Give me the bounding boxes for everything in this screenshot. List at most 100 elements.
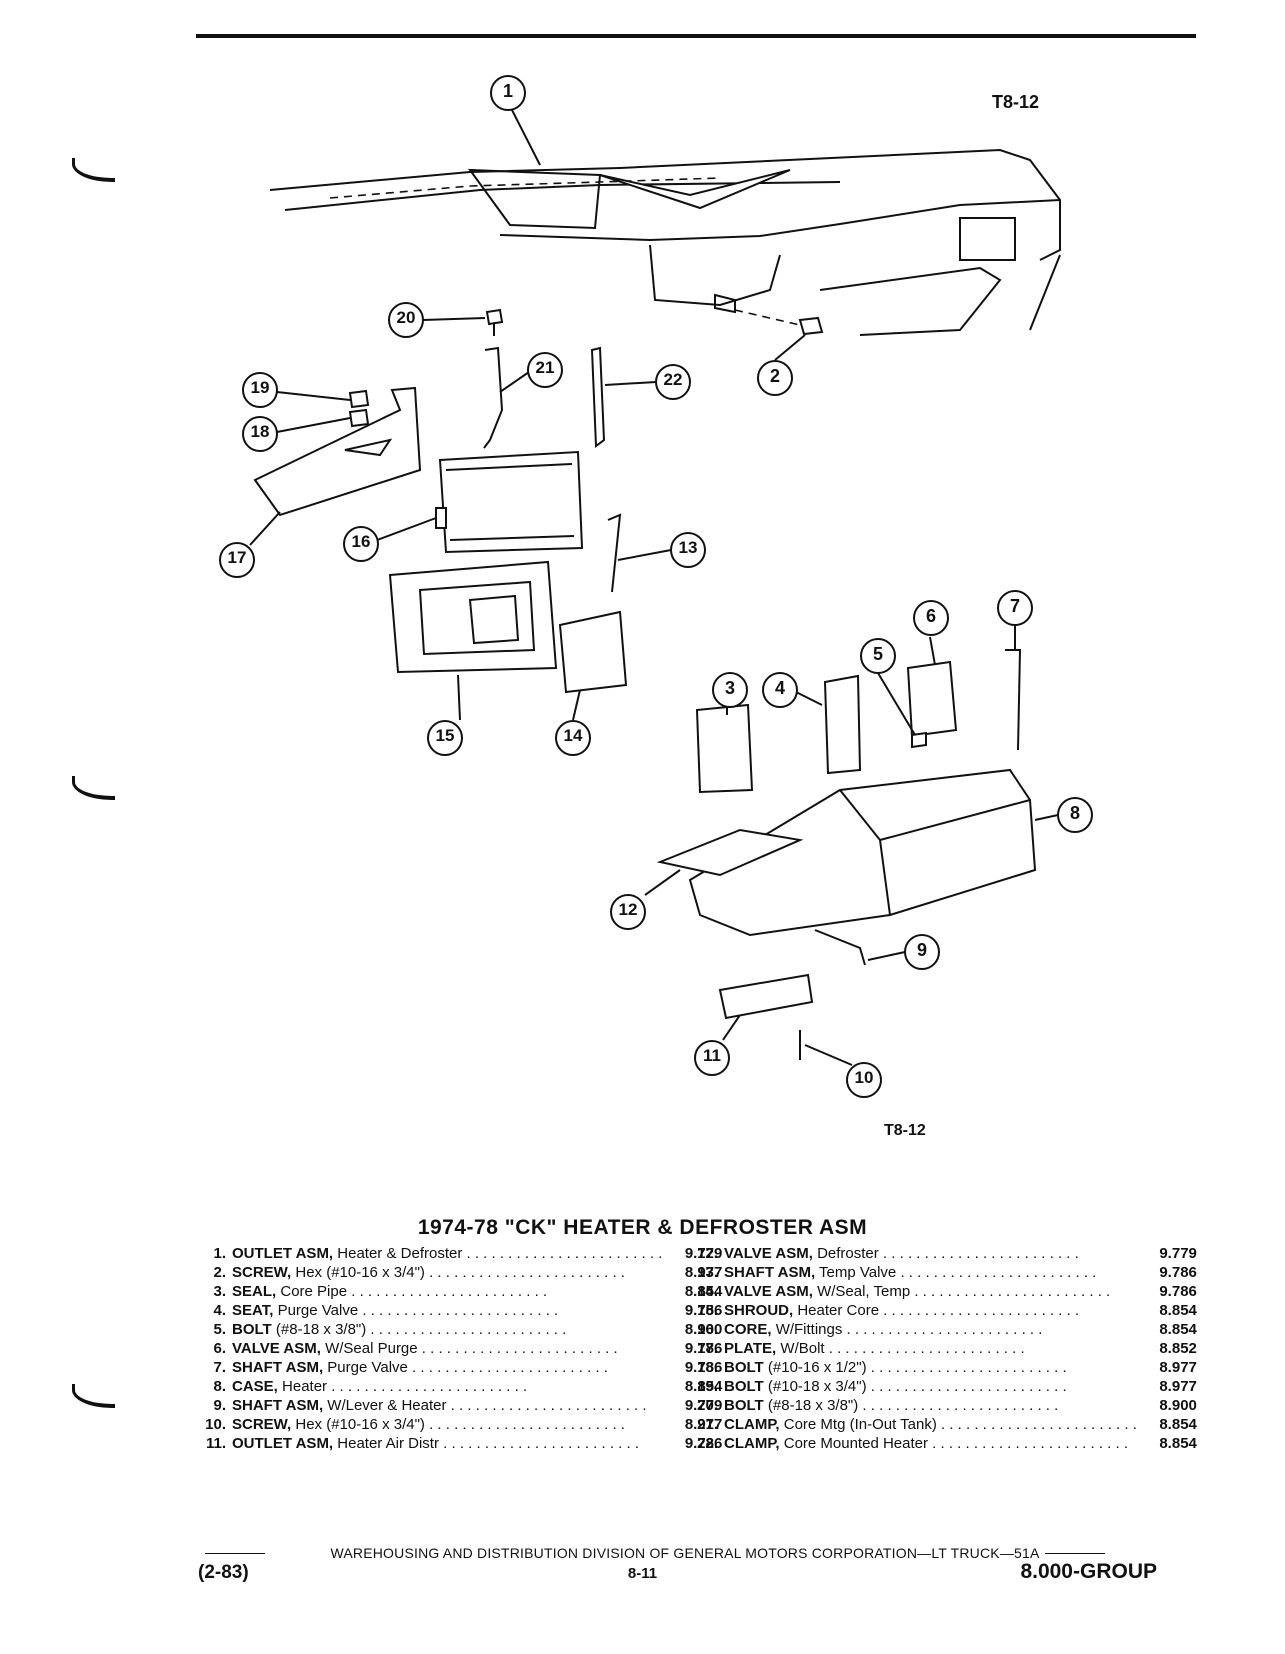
bolt-5-drawing <box>911 731 927 749</box>
footer-date: (2-83) <box>198 1562 249 1583</box>
part-name: PLATE, <box>724 1340 777 1357</box>
top-rule <box>196 34 1196 38</box>
part-group-code: 8.977 <box>684 1264 723 1281</box>
part-name: SCREW, <box>232 1264 292 1281</box>
part-name: SHAFT ASM, <box>232 1397 324 1414</box>
part-name: BOLT <box>724 1397 764 1414</box>
callout-4: 4 <box>774 678 785 698</box>
section-title: 1974-78 "CK" HEATER & DEFROSTER ASM <box>417 1216 868 1239</box>
footer-rule-right <box>1045 1553 1105 1554</box>
part-detail: W/Seal, Temp <box>817 1283 911 1300</box>
part-detail: Hex (#10-16 x 3/4") <box>295 1416 425 1433</box>
part-description: SEAT, Purge Valve . . . . . . . . . . . … <box>232 1301 662 1320</box>
binder-hole-mark <box>72 1384 115 1408</box>
part-number: 14. <box>697 1283 718 1300</box>
dot-leader: . . . . . . . . . . . . . . . . . . . . … <box>417 1340 618 1357</box>
part-number: 9. <box>213 1397 226 1414</box>
part-group-code: 9.786 <box>684 1302 723 1319</box>
parts-row: 2.SCREW, Hex (#10-16 x 3/4") . . . . . .… <box>188 1263 722 1282</box>
parts-list-left: 1. OUTLET ASM, Heater & Defroster . . . .… <box>188 1244 722 1453</box>
part-number: 13. <box>697 1264 718 1281</box>
dot-leader: . . . . . . . . . . . . . . . . . . . . … <box>407 1359 608 1376</box>
part-name: SCREW, <box>232 1416 292 1433</box>
parts-row: 10.SCREW, Hex (#10-16 x 3/4") . . . . . … <box>188 1415 722 1434</box>
callout-9: 9 <box>916 940 927 960</box>
callout-14: 14 <box>563 726 583 745</box>
callout-20: 20 <box>396 308 416 327</box>
part-number: 6. <box>213 1340 226 1357</box>
outlet-11-drawing <box>718 973 814 1020</box>
callout-17: 17 <box>227 548 247 567</box>
part-number: 17. <box>697 1340 718 1357</box>
callout-16: 16 <box>351 532 371 551</box>
part-number: 7. <box>213 1359 226 1376</box>
bolt-20-drawing <box>485 308 504 336</box>
part-group-code: 8.854 <box>684 1283 723 1300</box>
dot-leader: . . . . . . . . . . . . . . . . . . . . … <box>858 1397 1059 1414</box>
parts-row: 12.VALVE ASM, Defroster . . . . . . . . … <box>680 1244 1197 1263</box>
part-description: CORE, W/Fittings . . . . . . . . . . . .… <box>724 1320 1137 1339</box>
part-detail: (#8-18 x 3/8") <box>275 1321 367 1338</box>
part-number: 22. <box>697 1435 718 1452</box>
part-description: SHROUD, Heater Core . . . . . . . . . . … <box>724 1301 1137 1320</box>
dot-leader: . . . . . . . . . . . . . . . . . . . . … <box>936 1416 1137 1433</box>
parts-row: 3.SEAL, Core Pipe . . . . . . . . . . . … <box>188 1282 722 1301</box>
part-group-code: 8.854 <box>1159 1302 1197 1319</box>
part-detail: Heater <box>282 1378 328 1395</box>
part-description: BOLT (#10-16 x 1/2") . . . . . . . . . .… <box>724 1358 1137 1377</box>
dot-leader: . . . . . . . . . . . . . . . . . . . . … <box>424 1264 625 1281</box>
parts-row: 9. SHAFT ASM, W/Lever & Heater . . . . . … <box>188 1396 722 1415</box>
shaft-13-drawing <box>607 513 622 593</box>
part-name: OUTLET ASM, <box>232 1245 334 1262</box>
parts-row: 6.VALVE ASM, W/Seal Purge . . . . . . . … <box>188 1339 722 1358</box>
part-number: 8. <box>213 1378 226 1395</box>
part-description: CLAMP, Core Mounted Heater . . . . . . .… <box>724 1434 1137 1453</box>
exploded-parts-diagram <box>249 109 1061 1066</box>
parts-row: 8.CASE, Heater . . . . . . . . . . . . .… <box>188 1377 722 1396</box>
part-name: VALVE ASM, <box>724 1283 813 1300</box>
part-name: CORE, <box>724 1321 772 1338</box>
shaft-7-drawing <box>1005 649 1022 751</box>
callout-19: 19 <box>250 378 270 397</box>
leader-lines <box>249 109 1059 1066</box>
dot-leader: . . . . . . . . . . . . . . . . . . . . … <box>446 1397 647 1414</box>
part-description: SCREW, Hex (#10-16 x 3/4") . . . . . . .… <box>232 1415 662 1434</box>
part-number: 19. <box>697 1378 718 1395</box>
part-detail: Purge Valve <box>327 1359 408 1376</box>
part-name: VALVE ASM, <box>232 1340 321 1357</box>
part-group-code: 9.786 <box>1159 1264 1197 1281</box>
dot-leader: . . . . . . . . . . . . . . . . . . . . … <box>358 1302 559 1319</box>
shroud-15-drawing <box>388 560 558 674</box>
part-description: OUTLET ASM, Heater & Defroster . . . . .… <box>232 1244 662 1263</box>
callout-12: 12 <box>618 900 638 919</box>
part-name: CLAMP, <box>724 1416 780 1433</box>
bolts-18-19-drawing <box>348 389 370 428</box>
part-description: SHAFT ASM, Temp Valve . . . . . . . . . … <box>724 1263 1137 1282</box>
parts-row: 11.OUTLET ASM, Heater Air Distr . . . . … <box>188 1434 722 1453</box>
part-detail: (#8-18 x 3/8") <box>767 1397 859 1414</box>
figure-code-bottom: T8-12 <box>884 1122 926 1139</box>
part-group-code: 8.854 <box>1159 1416 1197 1433</box>
seat-4-drawing <box>823 674 862 775</box>
part-number: 11. <box>205 1435 226 1452</box>
dot-leader: . . . . . . . . . . . . . . . . . . . . … <box>866 1378 1067 1395</box>
dot-leader: . . . . . . . . . . . . . . . . . . . . … <box>327 1378 528 1395</box>
part-detail: Core Mounted Heater <box>783 1435 928 1452</box>
part-number: 1. <box>213 1245 226 1262</box>
part-detail: W/Bolt <box>780 1340 825 1357</box>
part-detail: (#10-18 x 3/4") <box>767 1378 867 1395</box>
part-group-code: 9.786 <box>1159 1283 1197 1300</box>
part-name: SHROUD, <box>724 1302 794 1319</box>
dot-leader: . . . . . . . . . . . . . . . . . . . . … <box>910 1283 1111 1300</box>
part-description: BOLT (#10-18 x 3/4") . . . . . . . . . .… <box>724 1377 1137 1396</box>
binder-hole-mark <box>72 776 115 800</box>
part-number: 3. <box>213 1283 226 1300</box>
dot-leader: . . . . . . . . . . . . . . . . . . . . … <box>896 1264 1097 1281</box>
part-number: 18. <box>697 1359 718 1376</box>
parts-row: 13. SHAFT ASM, Temp Valve . . . . . . . .… <box>680 1263 1197 1282</box>
callout-7: 7 <box>1009 596 1020 616</box>
callout-1: 1 <box>502 81 513 101</box>
parts-row: 16.CORE, W/Fittings . . . . . . . . . . … <box>680 1320 1197 1339</box>
part-description: SHAFT ASM, W/Lever & Heater . . . . . . … <box>232 1396 662 1415</box>
part-group-code: 8.854 <box>684 1378 723 1395</box>
